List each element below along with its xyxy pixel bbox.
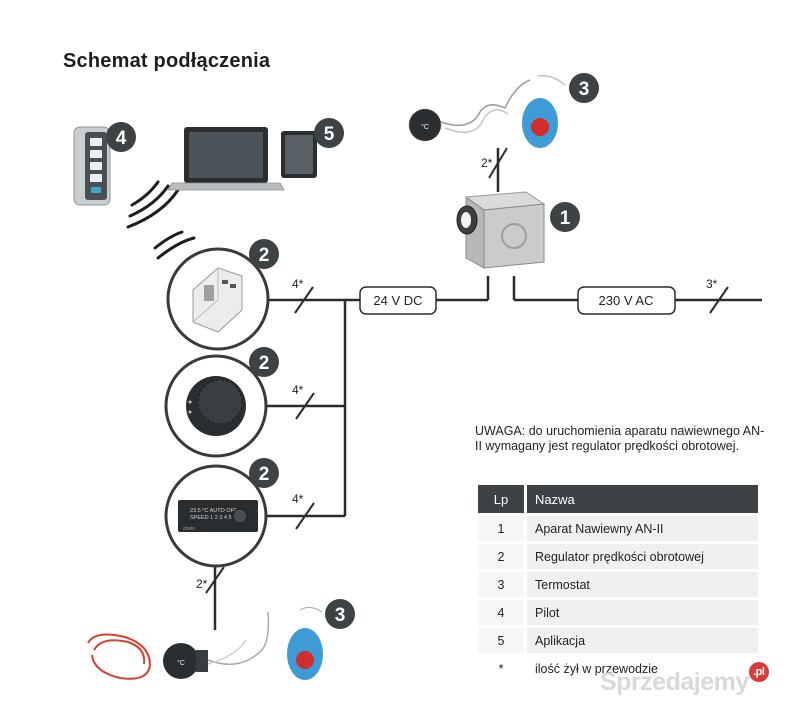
legend-row-name: ilość żył w przewodzie bbox=[527, 656, 758, 681]
svg-text:2: 2 bbox=[259, 464, 270, 485]
legend-row: * ilość żył w przewodzie bbox=[478, 656, 758, 681]
svg-text:4: 4 bbox=[116, 128, 127, 149]
badge-thermostat-bottom: 3 bbox=[325, 599, 355, 629]
voltage-dc-text: 24 V DC bbox=[373, 293, 422, 308]
watermark-suffix: .pl bbox=[748, 662, 769, 682]
legend-row: 5 Aplikacja bbox=[478, 628, 758, 653]
thermostat-top-knob-label: °C bbox=[421, 123, 429, 131]
legend-row-lp: 1 bbox=[478, 516, 527, 541]
wire-label-ac: 3* bbox=[706, 277, 718, 291]
svg-text:5: 5 bbox=[324, 124, 335, 145]
thermostat-bottom-device: °C bbox=[87, 606, 323, 680]
badge-regulator-bottom: 2 bbox=[249, 458, 279, 488]
legend-row: 4 Pilot bbox=[478, 600, 758, 625]
regulator-knob bbox=[164, 354, 268, 458]
legend-row-name: Aplikacja bbox=[527, 628, 758, 653]
legend-row-name: Regulator prędkości obrotowej bbox=[527, 544, 758, 569]
legend-row-lp: 4 bbox=[478, 600, 527, 625]
wire-label-thermostat-bottom: 2* bbox=[196, 577, 208, 591]
svg-text:3: 3 bbox=[579, 79, 590, 100]
panel-display-line-2: SPEED 1 2 3 4 5 bbox=[190, 515, 232, 521]
svg-text:2: 2 bbox=[259, 245, 270, 266]
legend-row-lp: 3 bbox=[478, 572, 527, 597]
voltage-label-ac: 230 V AC bbox=[577, 286, 676, 315]
watermark-logo: Sprzedajemy.pl bbox=[600, 662, 769, 697]
svg-text:1: 1 bbox=[560, 208, 571, 229]
badge-thermostat-top: 3 bbox=[569, 73, 599, 103]
watermark-text: Sprzedajemy bbox=[600, 668, 749, 696]
panel-display-line-1: 23.5 °C AUTO OFF bbox=[190, 508, 238, 514]
legend-row-name: Termostat bbox=[527, 572, 758, 597]
badge-regulator-middle: 2 bbox=[249, 347, 279, 377]
legend-table: Lp Nazwa 1 Aparat Nawiewny AN-II 2 Regul… bbox=[478, 482, 758, 684]
badge-remote: 4 bbox=[106, 122, 136, 152]
laptop-device bbox=[167, 127, 285, 191]
badge-fan: 1 bbox=[550, 202, 580, 232]
diagram-title: Schemat podłączenia bbox=[63, 50, 271, 72]
legend-header-lp: Lp bbox=[478, 485, 527, 513]
badge-app: 5 bbox=[314, 118, 344, 148]
legend-row: 2 Regulator prędkości obrotowej bbox=[478, 544, 758, 569]
wire-count-labels: 4* 4* 4* 3* 2* 2* bbox=[196, 156, 718, 591]
legend-header-name: Nazwa bbox=[527, 485, 758, 513]
legend-row-lp: 5 bbox=[478, 628, 527, 653]
svg-text:2: 2 bbox=[259, 353, 270, 374]
thermostat-bottom-knob-label: °C bbox=[177, 659, 185, 667]
legend-row-lp: 2 bbox=[478, 544, 527, 569]
wireless-signal-icon bbox=[126, 180, 196, 260]
voltage-ac-text: 230 V AC bbox=[599, 293, 654, 308]
legend-row-name: Pilot bbox=[527, 600, 758, 625]
voltage-label-dc: 24 V DC bbox=[359, 286, 437, 315]
legend-row: 1 Aparat Nawiewny AN-II bbox=[478, 516, 758, 541]
svg-text:3: 3 bbox=[335, 605, 346, 626]
remote-control-device bbox=[73, 126, 111, 206]
legend-row: 3 Termostat bbox=[478, 572, 758, 597]
wire-label-bottom: 4* bbox=[292, 492, 304, 506]
tablet-device bbox=[281, 131, 317, 178]
panel-brand: dovio bbox=[183, 526, 195, 532]
wire-label-top: 4* bbox=[292, 277, 304, 291]
badge-regulator-top: 2 bbox=[249, 239, 279, 269]
warning-note: UWAGA: do uruchomienia aparatu nawiewneg… bbox=[475, 424, 765, 453]
wire-label-thermostat-top: 2* bbox=[481, 156, 493, 170]
fan-unit-device bbox=[456, 191, 546, 269]
legend-row-lp: * bbox=[478, 656, 527, 681]
wire-label-middle: 4* bbox=[292, 383, 304, 397]
regulator-panel: 23.5 °C AUTO OFF SPEED 1 2 3 4 5 dovio bbox=[164, 464, 268, 568]
thermostat-top-device: °C bbox=[408, 75, 566, 148]
regulator-din-module bbox=[166, 247, 270, 351]
legend-header-row: Lp Nazwa bbox=[478, 485, 758, 513]
wire-count-marks bbox=[205, 147, 729, 594]
legend-row-name: Aparat Nawiewny AN-II bbox=[527, 516, 758, 541]
